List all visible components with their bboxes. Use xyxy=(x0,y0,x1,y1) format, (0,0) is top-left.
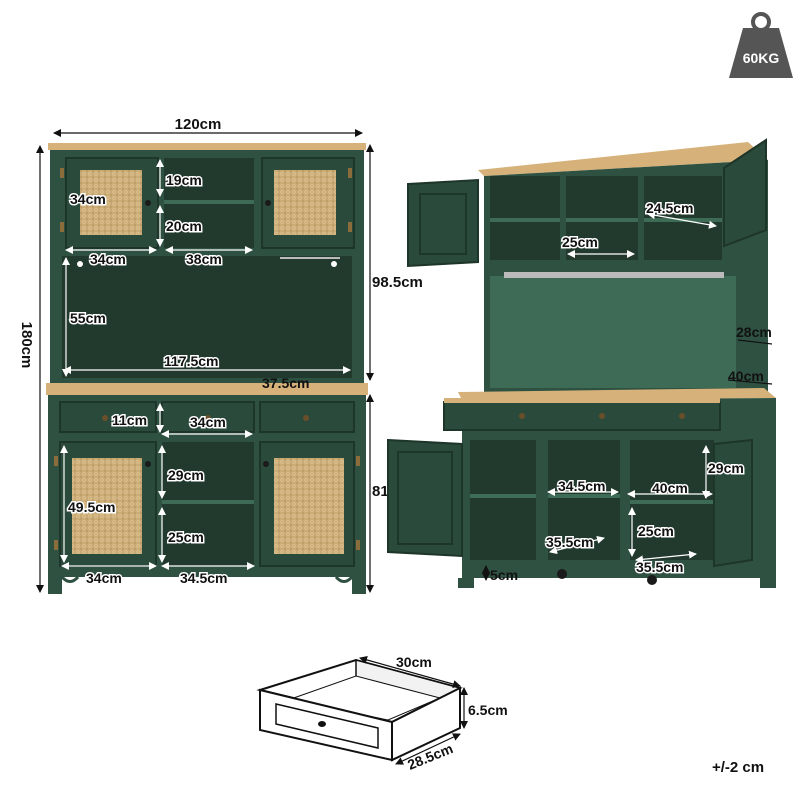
upper-door-height-label: 34cm xyxy=(70,191,106,207)
lower-shelf-top-label: 29cm xyxy=(168,467,204,483)
front-dimension-lines xyxy=(36,129,374,593)
lower-shelf-bottom-label: 25cm xyxy=(168,529,204,545)
drawer-depth-label: 30cm xyxy=(396,654,432,670)
open-view xyxy=(387,138,776,588)
drawer-width-label: 34cm xyxy=(190,414,226,430)
weight-label: 60KG xyxy=(743,50,780,66)
open-view-dimension-labels: 24.5cm 25cm 28cm 40cm 34.5cm 40cm 29cm 3… xyxy=(490,199,772,584)
upper-shelf-bottom-label: 20cm xyxy=(166,218,202,234)
front-right-leg xyxy=(352,577,366,594)
weight-badge: 60KG xyxy=(729,12,793,78)
upper-left-rattan xyxy=(80,170,142,235)
tolerance-label: +/-2 cm xyxy=(712,759,764,776)
open-area-width-label: 117.5cm xyxy=(164,353,219,369)
lower-left-rattan xyxy=(72,458,142,554)
total-height-label: 180cm xyxy=(18,322,35,369)
upper-left-knob xyxy=(145,200,151,206)
hutch-top xyxy=(48,143,366,150)
front-dimension-labels: 120cm 180cm 98.5cm 34cm 19cm 20cm 34cm 3… xyxy=(18,116,423,588)
lower-shelf-width-label: 34.5cm xyxy=(558,478,605,494)
open-view-counter xyxy=(458,388,776,400)
open-view-drawer-pulled xyxy=(443,401,721,431)
drawer-height-label-detail: 6.5cm xyxy=(468,702,508,718)
lower-right-depth-label: 35.5cm xyxy=(636,559,683,575)
upper-middle-width-label: 38cm xyxy=(186,251,222,267)
hutch-height-label: 98.5cm xyxy=(372,274,423,291)
upper-shelf-top-label: 19cm xyxy=(166,172,202,188)
upper-compartment-depth-label: 24.5cm xyxy=(646,200,693,216)
hutch-depth-label: 28cm xyxy=(736,324,772,340)
lower-middle-depth-label: 35.5cm xyxy=(546,534,593,550)
drawer-detail: 30cm 6.5cm 28.5cm xyxy=(256,654,508,773)
lower-door-height-label: 49.5cm xyxy=(68,499,115,515)
leg-height-label: 5cm xyxy=(490,567,518,583)
open-view-dimension-lines xyxy=(482,211,773,581)
base-depth-label: 40cm xyxy=(728,368,764,384)
front-left-leg xyxy=(48,577,62,594)
open-area-height-label: 55cm xyxy=(70,310,106,326)
drawer-knob xyxy=(318,721,326,727)
counter-top xyxy=(46,383,368,395)
lower-right-shelf-label: 25cm xyxy=(638,523,674,539)
open-view-top xyxy=(478,142,768,176)
total-width-label: 120cm xyxy=(175,116,222,133)
counter-depth-label: 37.5cm xyxy=(262,375,309,391)
open-view-lower-right-door xyxy=(713,438,753,568)
upper-compartment-width-label: 25cm xyxy=(562,234,598,250)
lower-right-width-label: 40cm xyxy=(652,480,688,496)
drawer-height-label: 11cm xyxy=(112,412,147,428)
lower-right-height-label: 29cm xyxy=(708,460,744,476)
upper-right-rattan xyxy=(274,170,336,235)
front-view xyxy=(46,143,368,594)
lower-right-rattan xyxy=(274,458,344,554)
lower-middle-width-label: 34.5cm xyxy=(180,570,227,586)
lower-door-width-label: 34cm xyxy=(86,570,122,586)
open-display-area xyxy=(62,256,352,378)
upper-door-width-label: 34cm xyxy=(90,251,126,267)
open-view-upper-right-door xyxy=(723,138,767,248)
open-view-lower-left-door xyxy=(387,438,463,558)
open-view-upper-left-door xyxy=(407,178,479,268)
upper-right-knob xyxy=(265,200,271,206)
weight-icon xyxy=(729,28,793,78)
